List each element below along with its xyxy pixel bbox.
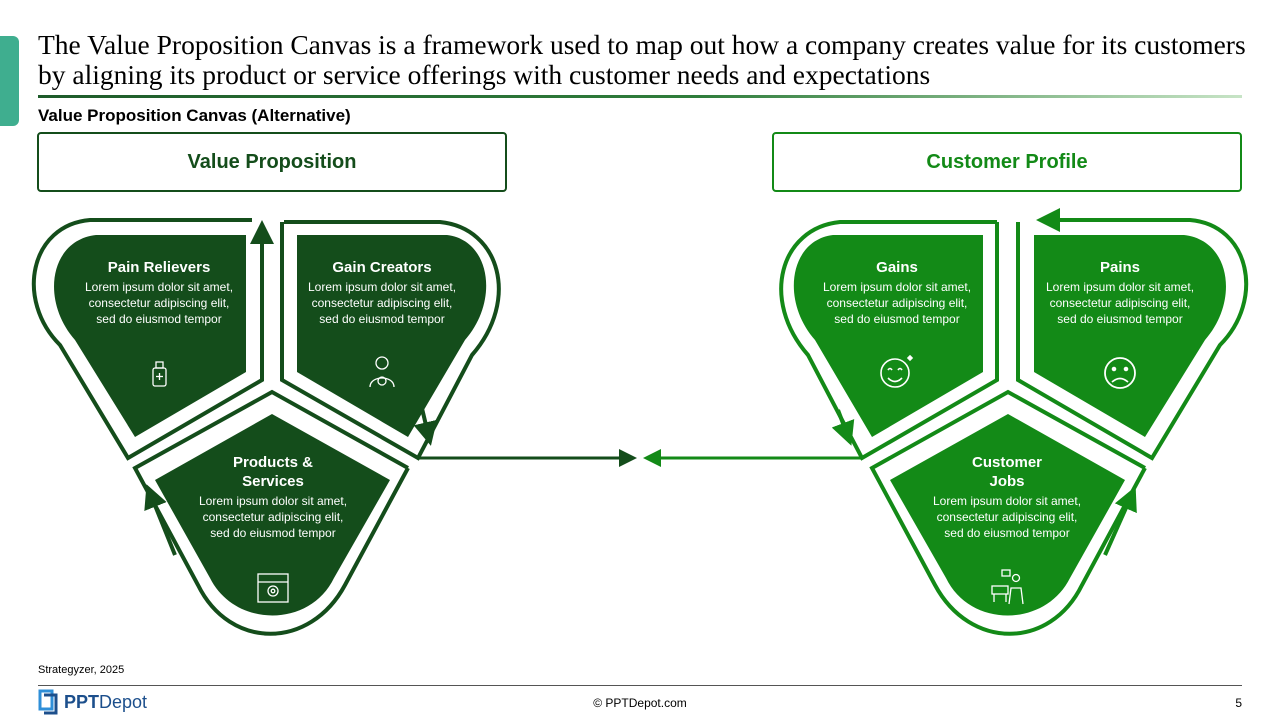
customer-jobs-arrow <box>1103 486 1137 556</box>
logo-ppt: PPT <box>64 691 100 712</box>
smiley-sparkle-icon <box>880 354 914 388</box>
customer-jobs-text: Customer Jobs Lorem ipsum dolor sit amet… <box>932 453 1082 541</box>
user-gear-icon <box>369 356 395 388</box>
products-services-shape <box>155 414 390 616</box>
worker-desk-icon <box>991 569 1024 605</box>
page-title: The Value Proposition Canvas is a framew… <box>38 29 1246 90</box>
gain-creators-body: Lorem ipsum dolor sit amet, consectetur … <box>307 280 457 326</box>
gains-lobe <box>779 220 999 461</box>
pains-outline <box>1016 208 1249 461</box>
accent-tab <box>0 36 19 126</box>
product-box-gear-icon <box>257 573 289 603</box>
customer-jobs-body: Lorem ipsum dolor sit amet, consectetur … <box>932 494 1082 540</box>
gains-arrow <box>831 409 855 446</box>
title-divider <box>38 95 1242 98</box>
gain-creators-lobe <box>280 220 501 461</box>
pains-title: Pains <box>1099 259 1141 276</box>
pains-body: Lorem ipsum dolor sit amet, consectetur … <box>1045 280 1195 326</box>
customer-jobs-shape <box>890 414 1125 616</box>
pain-relievers-text: Pain Relievers Lorem ipsum dolor sit ame… <box>84 258 234 327</box>
customer-jobs-title: Customer Jobs <box>971 454 1042 490</box>
sanitizer-bottle-icon <box>152 361 167 387</box>
value-proposition-header: Value Proposition <box>37 132 507 192</box>
pain-relievers-body: Lorem ipsum dolor sit amet, consectetur … <box>84 280 234 326</box>
pains-shape <box>1034 235 1226 437</box>
products-services-body: Lorem ipsum dolor sit amet, consectetur … <box>198 494 348 540</box>
logo-depot: Depot <box>99 691 148 712</box>
pptdepot-logo-icon <box>38 689 58 715</box>
pain-relievers-title: Pain Relievers <box>107 259 211 276</box>
page-number: 5 <box>1235 696 1242 710</box>
source-note: Strategyzer, 2025 <box>38 664 125 676</box>
products-services-title: Products & Services <box>232 454 313 490</box>
sad-face-icon <box>1104 357 1136 389</box>
pains-text: Pains Lorem ipsum dolor sit amet, consec… <box>1045 258 1195 327</box>
gain-creators-text: Gain Creators Lorem ipsum dolor sit amet… <box>307 258 457 327</box>
pain-relievers-shape <box>54 235 246 437</box>
diagram-subtitle: Value Proposition Canvas (Alternative) <box>38 106 351 125</box>
products-services-text: Products & Services Lorem ipsum dolor si… <box>198 453 348 541</box>
gains-title: Gains <box>876 259 918 276</box>
gain-creators-outline <box>280 220 501 461</box>
customer-profile-header: Customer Profile <box>772 132 1242 192</box>
gains-shape <box>793 235 983 437</box>
gains-outline <box>779 220 999 461</box>
products-services-lobe <box>132 389 410 636</box>
customer-jobs-lobe <box>869 389 1147 636</box>
gain-creators-shape <box>297 235 487 437</box>
products-services-arrow <box>144 484 177 556</box>
footer-divider <box>38 685 1242 686</box>
pains-lobe <box>1016 208 1249 461</box>
products-services-outline <box>132 389 410 636</box>
gain-creators-title: Gain Creators <box>332 259 432 276</box>
gains-body: Lorem ipsum dolor sit amet, consectetur … <box>822 280 972 326</box>
copyright: © PPTDepot.com <box>593 696 687 710</box>
pain-relievers-outline <box>31 218 274 461</box>
customer-jobs-outline <box>869 389 1147 636</box>
gains-text: Gains Lorem ipsum dolor sit amet, consec… <box>822 258 972 327</box>
pain-relievers-lobe <box>31 218 274 461</box>
